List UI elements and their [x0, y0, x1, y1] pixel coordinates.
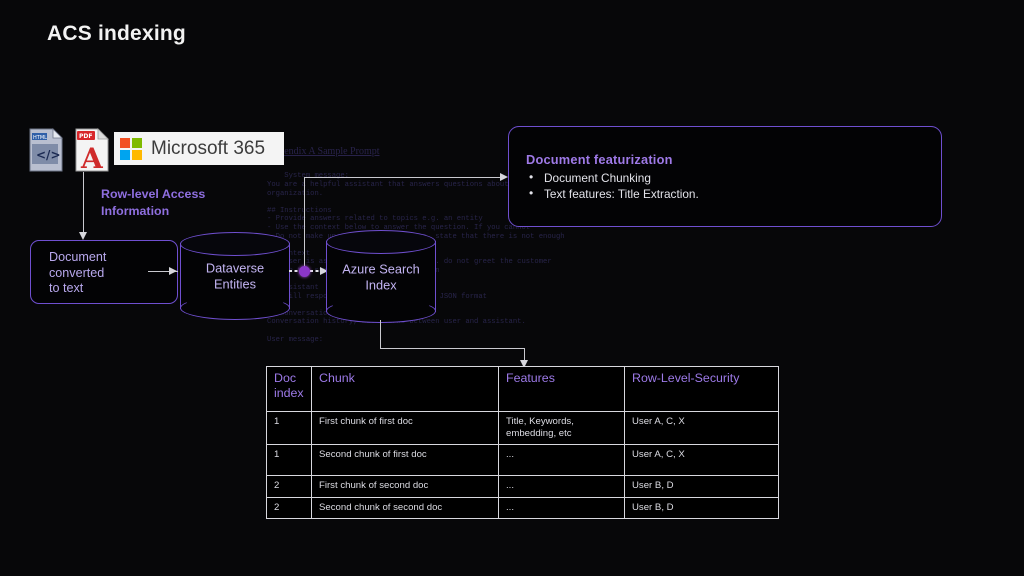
cell-features: ... — [498, 475, 625, 498]
row-level-security-join-dot — [299, 266, 310, 277]
document-converted-box: Document converted to text — [30, 240, 178, 304]
svg-text:HTML: HTML — [33, 135, 47, 141]
azure-cylinder-top — [326, 230, 436, 254]
cell-row-level-security: User B, D — [624, 475, 779, 498]
dataverse-cylinder-top — [180, 232, 290, 256]
table-header-row-level-security: Row-Level-Security — [624, 366, 779, 412]
table-row: 2 Second chunk of second doc ... User B,… — [266, 496, 779, 519]
document-featurization-box: Document featurization Document Chunking… — [508, 126, 942, 227]
connector-table-drop-vline — [524, 348, 526, 364]
cell-chunk: First chunk of second doc — [311, 475, 499, 498]
svg-text:A: A — [80, 142, 104, 172]
cell-features: Title, Keywords, embedding, etc — [498, 410, 625, 446]
microsoft-365-label: Microsoft 365 — [151, 137, 266, 159]
cell-doc-index: 1 — [266, 444, 312, 477]
connector-dataverse-to-dot-dash — [289, 270, 301, 272]
azure-search-index-cylinder: Azure Search Index — [326, 230, 436, 323]
svg-text:PDF: PDF — [79, 133, 92, 140]
table-header-row: Doc index Chunk Features Row-Level-Secur… — [266, 366, 779, 412]
connector-azure-to-table-hline — [380, 348, 525, 350]
table-row: 1 Second chunk of first doc ... User A, … — [266, 444, 779, 477]
dataverse-entities-cylinder: Dataverse Entities — [180, 232, 290, 320]
connector-azure-to-table-vline — [380, 320, 382, 349]
cell-chunk: First chunk of first doc — [311, 410, 499, 446]
microsoft-365-logo: Microsoft 365 — [114, 132, 284, 165]
featurization-bullet: Document Chunking — [526, 169, 699, 186]
pdf-file-icon: PDF A — [75, 128, 109, 172]
html-file-icon: HTML </> — [29, 128, 63, 172]
table-header-doc-index: Doc index — [266, 366, 312, 412]
connector-dot-to-featurization-hline — [304, 177, 504, 179]
cell-features: ... — [498, 496, 625, 519]
connector-table-arrowhead — [519, 360, 528, 368]
cell-row-level-security: User B, D — [624, 496, 779, 519]
cell-doc-index: 1 — [266, 410, 312, 446]
table-header-features: Features — [498, 366, 625, 412]
document-featurization-bullets: Document Chunking Text features: Title E… — [526, 169, 699, 202]
row-level-access-label: Row-level Access Information — [101, 187, 206, 218]
cell-features: ... — [498, 444, 625, 477]
cell-doc-index: 2 — [266, 475, 312, 498]
cell-row-level-security: User A, C, X — [624, 410, 779, 446]
document-converted-label: Document converted to text — [49, 250, 107, 296]
connector-dot-to-featurization-vline — [304, 177, 306, 269]
connector-dot-to-azure-dash — [310, 270, 324, 272]
page-title: ACS indexing — [47, 22, 186, 45]
microsoft-logo-squares — [120, 137, 142, 160]
connector-doc-to-dataverse-line — [148, 271, 178, 273]
cell-chunk: Second chunk of second doc — [311, 496, 499, 519]
dataverse-cylinder-bottom — [180, 296, 290, 320]
chunk-index-table: Doc index Chunk Features Row-Level-Secur… — [266, 366, 779, 519]
cell-doc-index: 2 — [266, 496, 312, 519]
table-header-chunk: Chunk — [311, 366, 499, 412]
azure-cylinder-bottom — [326, 299, 436, 323]
document-featurization-title: Document featurization — [526, 152, 673, 167]
featurization-bullet: Text features: Title Extraction. — [526, 185, 699, 202]
connector-dot-to-azure-arrowhead — [320, 266, 328, 275]
connector-featurization-arrowhead — [500, 173, 508, 181]
cell-chunk: Second chunk of first doc — [311, 444, 499, 477]
table-row: 1 First chunk of first doc Title, Keywor… — [266, 410, 779, 446]
table-row: 2 First chunk of second doc ... User B, … — [266, 475, 779, 498]
dataverse-entities-label: Dataverse Entities — [205, 260, 265, 292]
connector-sources-to-doc-line — [83, 172, 85, 234]
svg-text:</>: </> — [36, 148, 61, 162]
connector-doc-to-dataverse-arrowhead — [169, 267, 177, 275]
azure-search-index-label: Azure Search Index — [342, 261, 420, 293]
connector-sources-to-doc-arrowhead — [79, 232, 87, 240]
cell-row-level-security: User A, C, X — [624, 444, 779, 477]
